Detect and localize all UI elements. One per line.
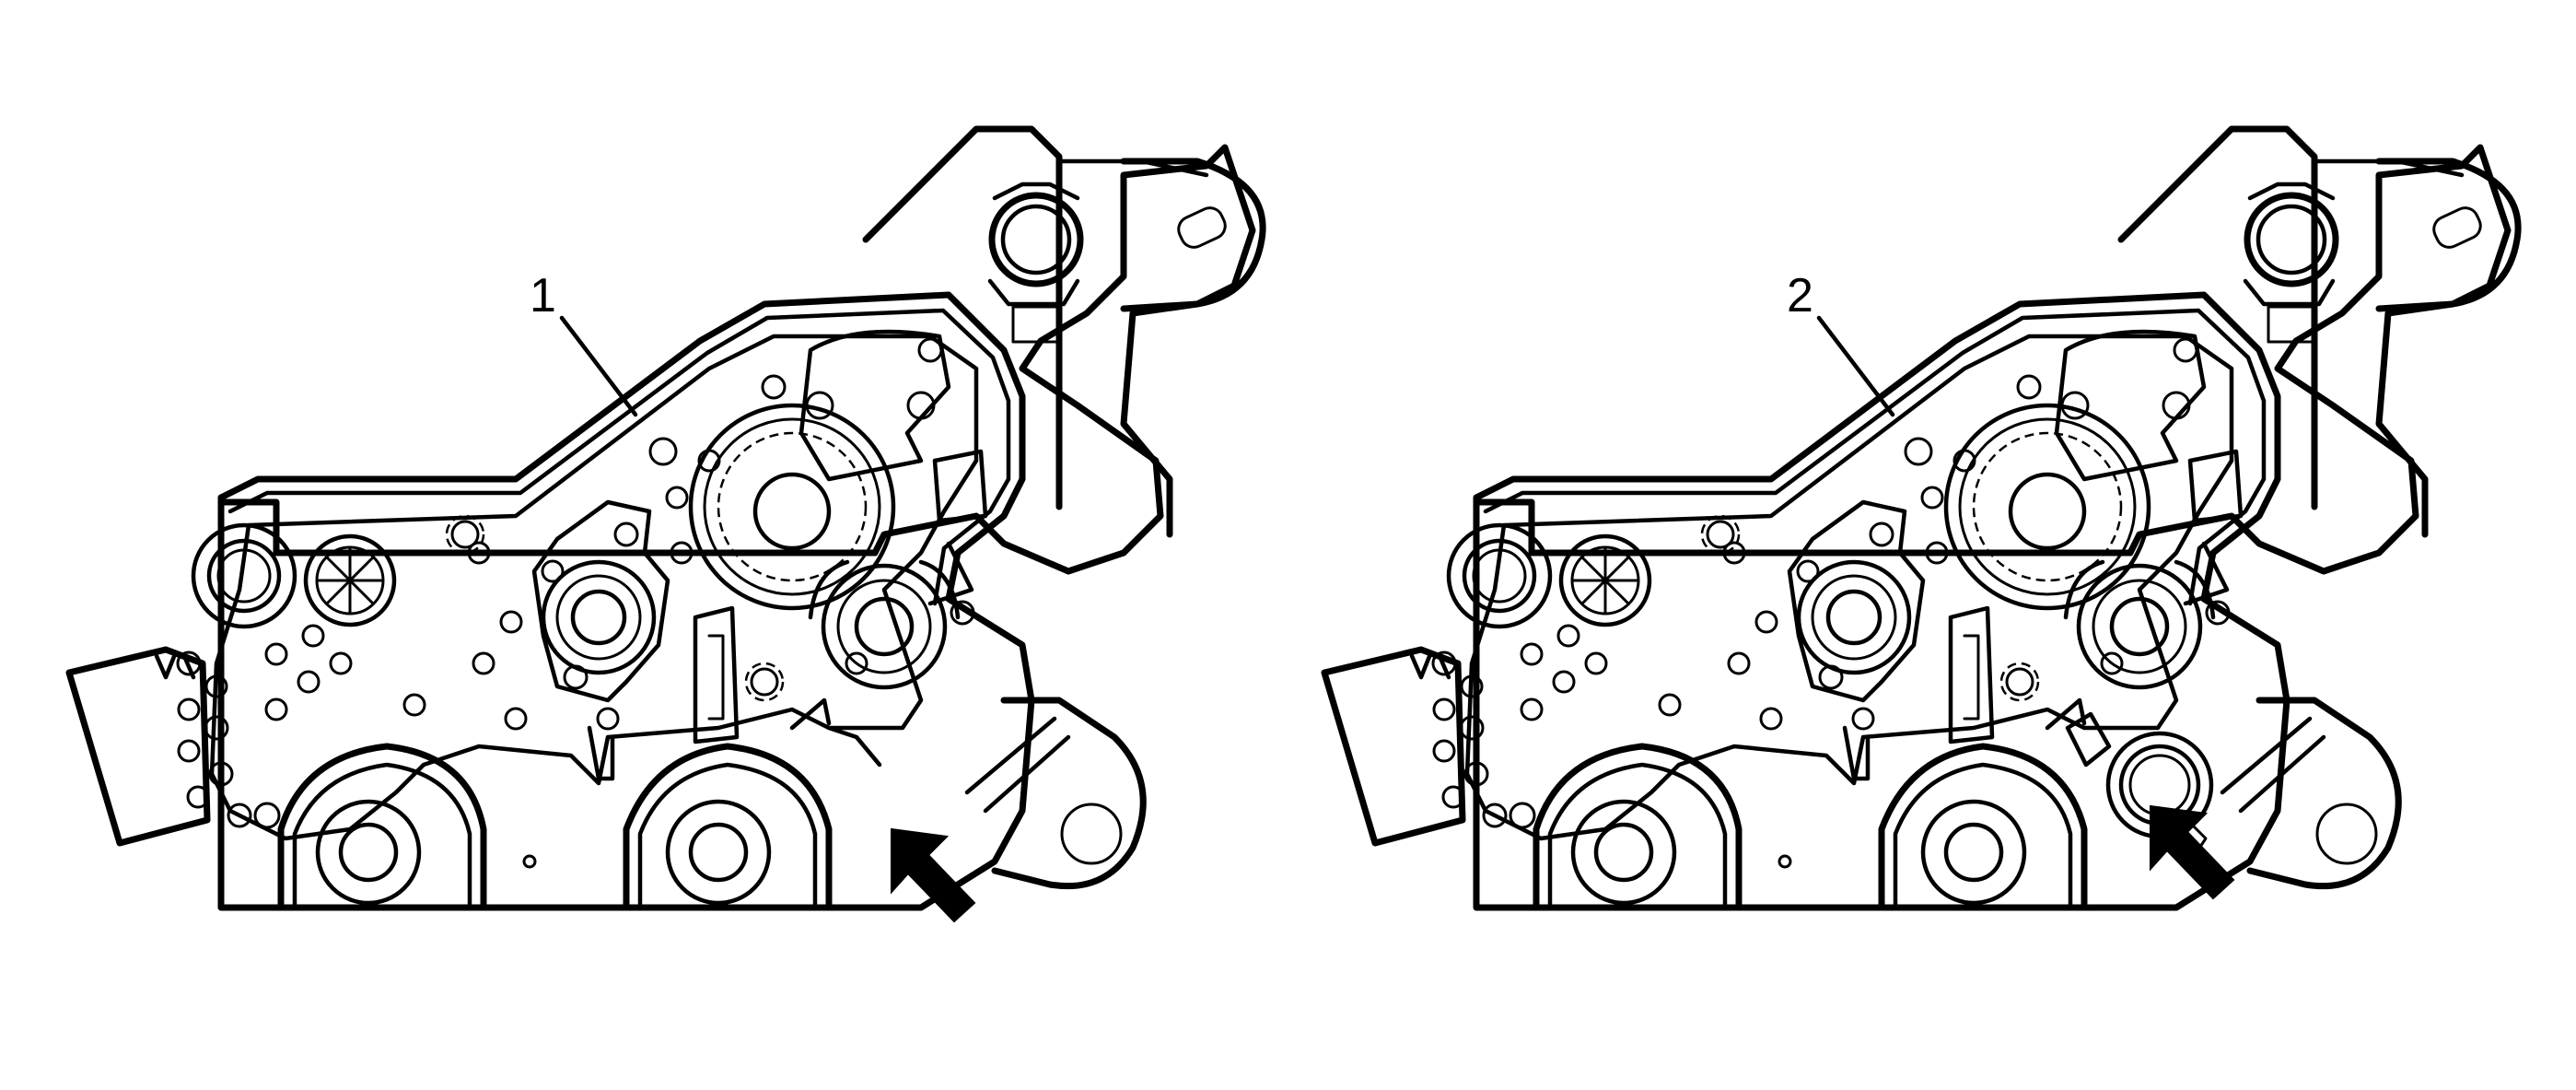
valve-body-after: 2 — [1324, 129, 2518, 908]
location-arrow-2 — [2150, 805, 2234, 899]
callout-label-2: 2 — [1787, 269, 1813, 322]
installed-plug — [2065, 711, 2214, 854]
callout-line-1 — [559, 315, 638, 417]
valve-body-before: 1 — [69, 129, 1263, 922]
callout-label-1: 1 — [530, 269, 556, 322]
empty-port — [826, 725, 882, 768]
callout-line-2 — [1816, 315, 1895, 417]
